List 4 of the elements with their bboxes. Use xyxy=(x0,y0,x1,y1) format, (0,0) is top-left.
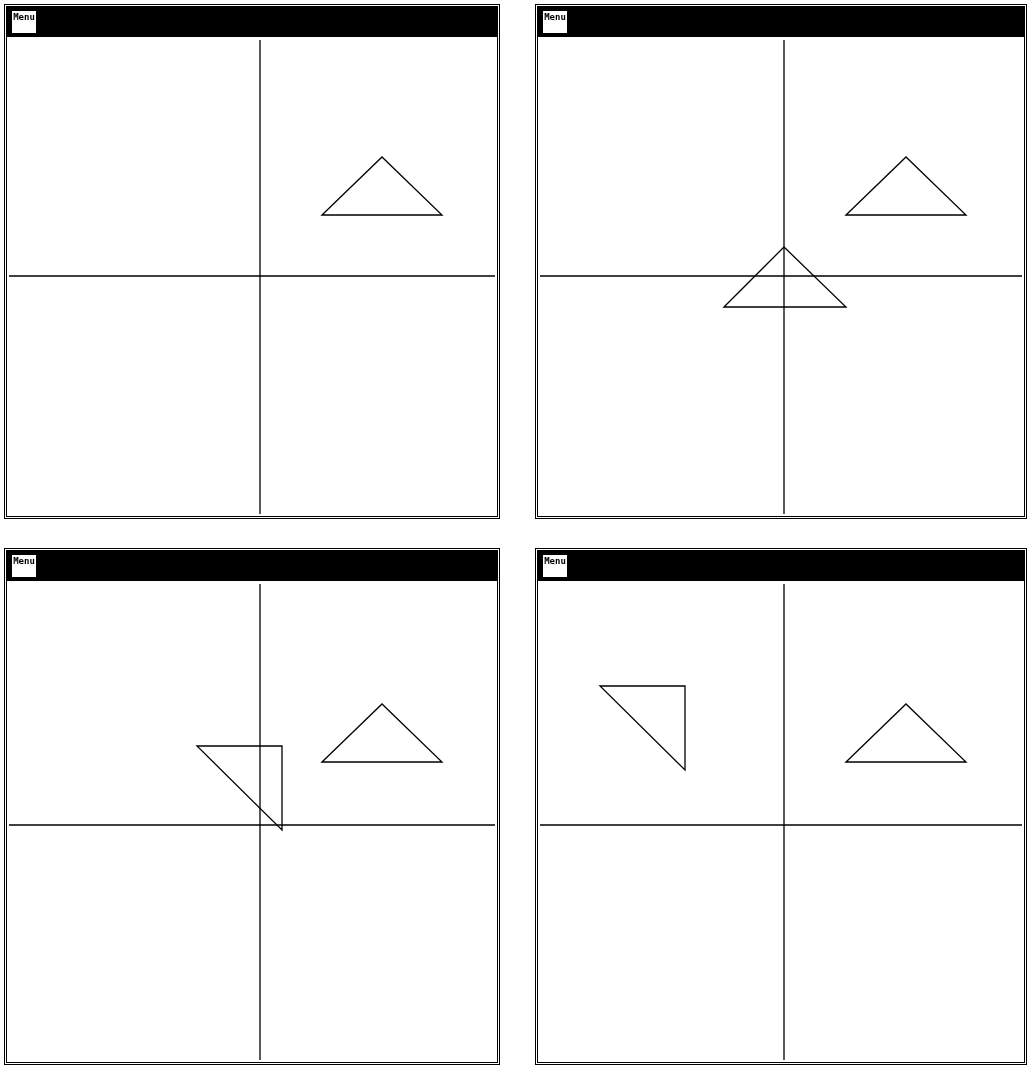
menu-button: Menu xyxy=(11,10,37,34)
menu-button: Menu xyxy=(542,554,568,578)
menu-button: Menu xyxy=(542,10,568,34)
menu-button: Menu xyxy=(11,554,37,578)
